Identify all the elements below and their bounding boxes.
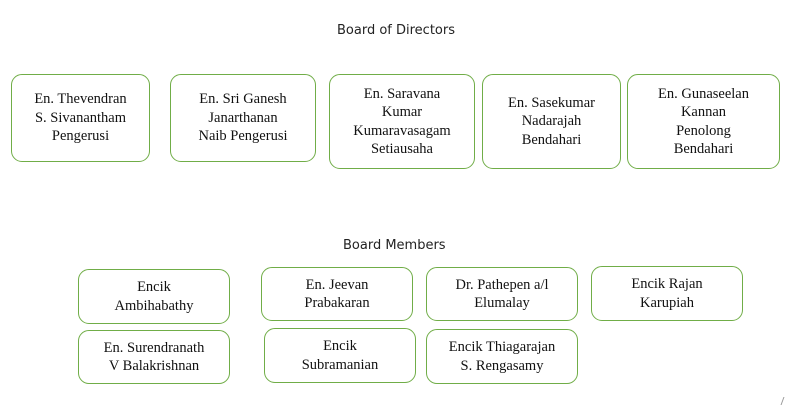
director-name-line: En. Saravana bbox=[363, 85, 441, 102]
director-name-line: En. Gunaseelan bbox=[658, 85, 749, 102]
member-name-line: S. Rengasamy bbox=[460, 357, 544, 374]
director-role: Pengerusi bbox=[51, 128, 110, 145]
member-box: Encik Rajan Karupiah bbox=[591, 266, 743, 321]
member-box: En. Surendranath V Balakrishnan bbox=[78, 330, 230, 384]
member-name-line: Ambihabathy bbox=[114, 297, 194, 314]
member-box: Encik Subramanian bbox=[264, 328, 416, 383]
director-role: Bendahari bbox=[673, 141, 734, 157]
director-role: Naib Pengerusi bbox=[198, 128, 288, 145]
director-name-line: En. Thevendran bbox=[34, 91, 127, 108]
member-name-line: Encik Thiagarajan bbox=[448, 339, 556, 355]
director-box-penolong-bendahari: En. Gunaseelan Kannan Penolong Bendahari bbox=[627, 74, 780, 169]
member-name-line: Encik bbox=[137, 279, 171, 295]
member-box: En. Jeevan Prabakaran bbox=[261, 267, 413, 321]
director-name-line: Kannan bbox=[680, 104, 727, 120]
board-of-directors-heading: Board of Directors bbox=[337, 23, 455, 38]
member-box: Encik Thiagarajan S. Rengasamy bbox=[426, 329, 578, 384]
director-role: Setiausaha bbox=[370, 141, 433, 157]
member-box: Dr. Pathepen a/l Elumalay bbox=[426, 267, 578, 321]
member-name-line: En. Jeevan bbox=[305, 276, 369, 293]
director-box-naib-pengerusi: En. Sri Ganesh Janarthanan Naib Pengerus… bbox=[170, 74, 316, 162]
member-name-line: Subramanian bbox=[301, 356, 379, 373]
corner-resize-mark bbox=[780, 397, 787, 405]
member-name-line: Karupiah bbox=[640, 294, 694, 311]
member-name-line: En. Surendranath bbox=[103, 339, 205, 356]
director-name-line: Kumaravasagam bbox=[353, 122, 451, 139]
director-role: Penolong bbox=[676, 122, 731, 139]
member-name-line: Encik Rajan bbox=[631, 276, 703, 292]
director-name-line: Janarthanan bbox=[208, 109, 278, 126]
director-role: Bendahari bbox=[521, 131, 582, 148]
director-name-line: En. Sasekumar bbox=[508, 94, 595, 111]
director-name-line: Nadarajah bbox=[521, 113, 582, 130]
director-box-setiausaha: En. Saravana Kumar Kumaravasagam Setiaus… bbox=[329, 74, 475, 169]
member-box: Encik Ambihabathy bbox=[78, 269, 230, 324]
director-box-bendahari: En. Sasekumar Nadarajah Bendahari bbox=[482, 74, 621, 169]
board-members-heading: Board Members bbox=[343, 238, 446, 253]
member-name-line: Encik bbox=[323, 338, 357, 354]
director-box-pengerusi: En. Thevendran S. Sivanantham Pengerusi bbox=[11, 74, 150, 162]
member-name-line: V Balakrishnan bbox=[108, 358, 200, 374]
member-name-line: Prabakaran bbox=[304, 295, 370, 311]
director-name-line: En. Sri Ganesh bbox=[199, 91, 287, 108]
member-name-line: Elumalay bbox=[474, 295, 530, 311]
director-name-line: S. Sivanantham bbox=[34, 109, 127, 126]
director-name-line: Kumar bbox=[381, 104, 423, 120]
member-name-line: Dr. Pathepen a/l bbox=[455, 276, 549, 293]
